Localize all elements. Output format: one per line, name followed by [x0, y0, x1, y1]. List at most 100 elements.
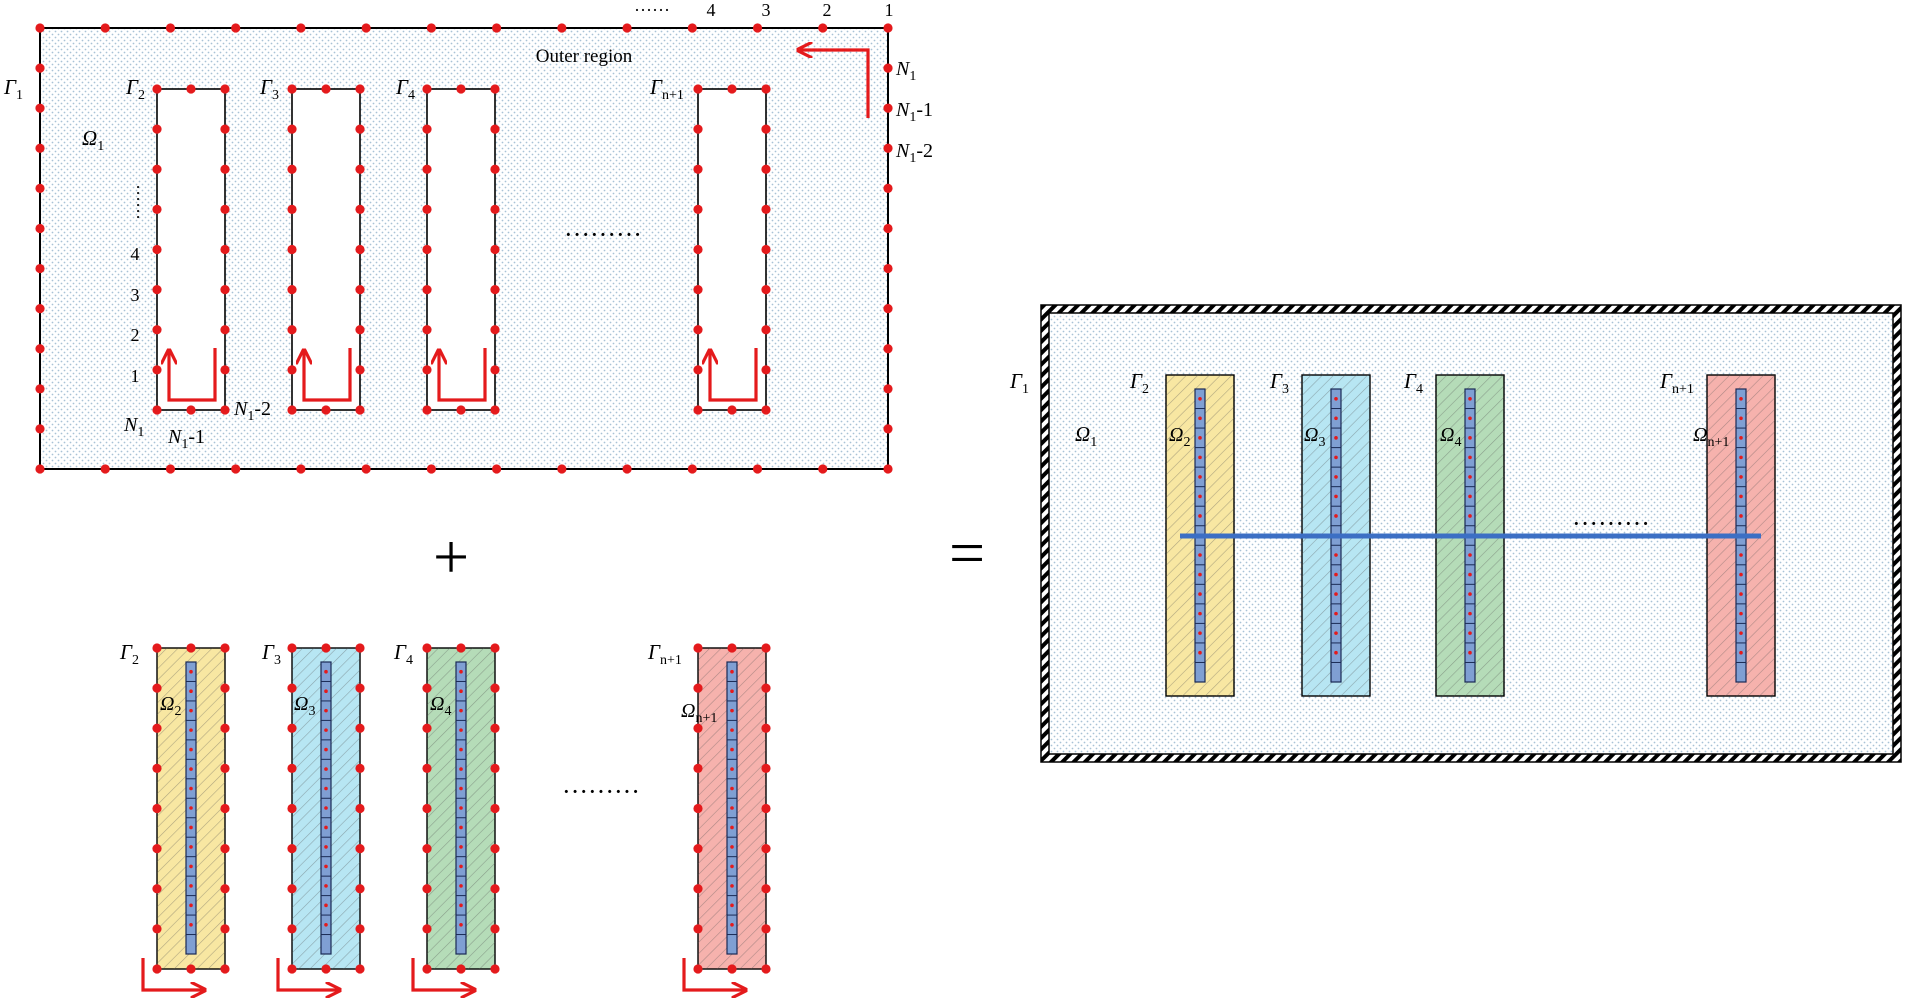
bar-node [459, 728, 463, 732]
boundary-node [422, 924, 432, 934]
bar-node [324, 903, 328, 908]
boundary-node [456, 964, 466, 974]
combined-bar-node [1468, 611, 1472, 616]
bar-node [324, 689, 328, 693]
boundary-node [355, 84, 365, 94]
boundary-node [152, 723, 162, 733]
bar-node [189, 884, 193, 888]
boundary-node [422, 325, 432, 335]
bar-node [324, 806, 328, 810]
bar-node [730, 923, 734, 927]
boundary-node [422, 643, 432, 653]
boundary-node [883, 263, 893, 274]
omega-1-label: Ω1 [82, 126, 104, 154]
boundary-node [355, 365, 365, 375]
left-vertical-dots: ······ [128, 184, 148, 220]
bar-node [324, 747, 328, 752]
boundary-node [220, 285, 230, 295]
boundary-node [152, 204, 162, 214]
boundary-node [727, 84, 737, 94]
boundary-node [693, 124, 703, 134]
bar-node [459, 825, 463, 830]
combined-bar-node [1198, 416, 1202, 421]
boundary-node [761, 405, 771, 415]
boundary-node [355, 405, 365, 415]
bar-node [730, 845, 734, 849]
boundary-node [152, 84, 162, 94]
combined-bar-node [1334, 650, 1338, 655]
combined-bar-node [1468, 436, 1472, 440]
boundary-node [693, 84, 703, 94]
bottom-omega-3-label: Ω3 [294, 693, 315, 719]
boundary-node [355, 325, 365, 335]
boundary-node [693, 204, 703, 214]
boundary-node [35, 304, 45, 314]
boundary-node [693, 365, 703, 375]
boundary-node [355, 763, 365, 773]
boundary-node [422, 683, 432, 693]
boundary-node [35, 263, 45, 274]
boundary-node [287, 964, 297, 974]
boundary-node [152, 844, 162, 854]
bar-node [730, 708, 734, 713]
right-node-label-n1: N1 [895, 58, 916, 84]
combined-bar-node [1468, 631, 1472, 635]
boundary-node [693, 763, 703, 773]
boundary-node [818, 23, 828, 33]
boundary-node [761, 723, 771, 733]
boundary-node [693, 325, 703, 335]
combined-bar-node [1334, 631, 1338, 635]
combined-bar-node [1739, 475, 1743, 479]
boundary-node [557, 23, 567, 33]
boundary-node [693, 884, 703, 894]
boundary-node [287, 683, 297, 693]
top-node-number-1: 1 [885, 0, 894, 20]
combined-bar-node [1334, 514, 1338, 518]
boundary-node [287, 884, 297, 894]
right-panel: Γ1 Ω1 Γ2 Γ3 Γ4 Γn+1 Ω2 Ω3 Ω4 Ωn+1 ······… [1009, 304, 1902, 763]
right-gamma-3-label: Γ3 [1269, 369, 1289, 397]
boundary-node [426, 464, 436, 474]
bar-node [730, 728, 734, 732]
boundary-node [490, 325, 500, 335]
boundary-node [883, 304, 893, 314]
combined-bar-node [1198, 475, 1202, 479]
right-omega-n1-label: Ωn+1 [1693, 424, 1729, 450]
boundary-node [355, 884, 365, 894]
boundary-node [761, 803, 771, 814]
boundary-node [693, 683, 703, 693]
plus-sign: + [433, 521, 469, 592]
boundary-node [100, 464, 110, 474]
boundary-node [287, 803, 297, 814]
boundary-node [287, 325, 297, 335]
boundary-node [355, 924, 365, 934]
boundary-node [456, 405, 466, 415]
boundary-node [220, 325, 230, 335]
boundary-node [220, 405, 230, 415]
bar-node [324, 767, 328, 771]
bar-node [459, 884, 463, 888]
boundary-node [727, 405, 737, 415]
boundary-node [296, 23, 306, 33]
combined-bar-node [1334, 611, 1338, 616]
boundary-node [761, 204, 771, 214]
hole-label-gamma-3: Γ3 [259, 75, 279, 103]
boundary-node [490, 763, 500, 773]
boundary-node [287, 244, 297, 255]
boundary-node [490, 84, 500, 94]
boundary-node [220, 124, 230, 134]
combined-bar-node [1468, 494, 1472, 499]
boundary-node [321, 964, 331, 974]
boundary-node [687, 23, 697, 33]
gamma-1-label: Γ1 [3, 75, 23, 103]
boundary-node [422, 723, 432, 733]
boundary-node [355, 244, 365, 255]
left-node-number-3: 3 [131, 285, 140, 305]
boundary-node [490, 405, 500, 415]
boundary-node [456, 643, 466, 653]
boundary-node [231, 23, 241, 33]
right-gamma-2-label: Γ2 [1129, 369, 1149, 397]
boundary-node [152, 124, 162, 134]
boundary-node [422, 803, 432, 814]
left-node-number-4: 4 [131, 244, 140, 264]
